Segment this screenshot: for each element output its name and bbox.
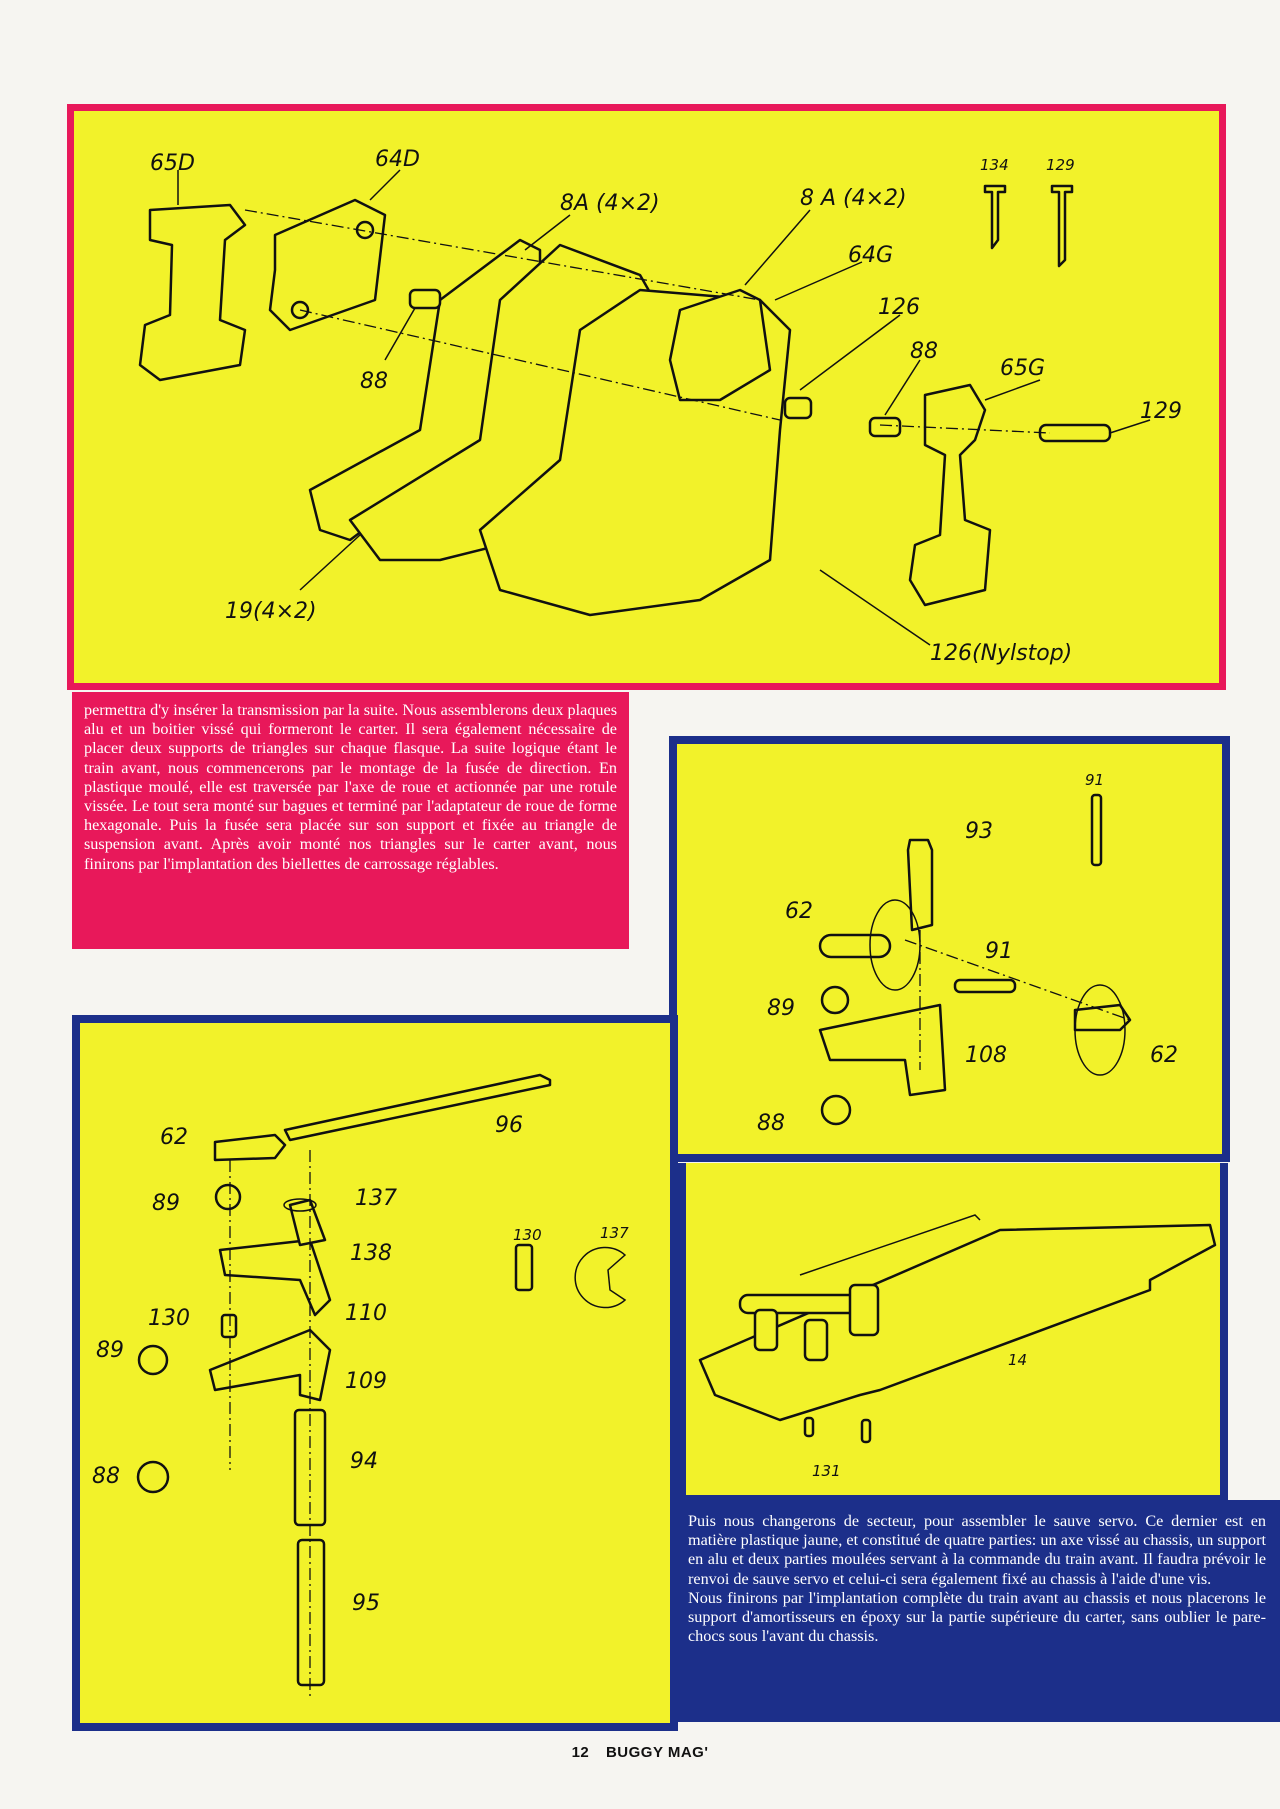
part-label: 64D <box>375 147 420 172</box>
article-paragraph: Nous finirons par l'implantation complèt… <box>688 1588 1266 1646</box>
part-label: 62 <box>1150 1043 1178 1068</box>
magazine-name: BUGGY MAG' <box>605 1744 709 1761</box>
part-label: 137 <box>355 1186 397 1211</box>
page-number: 12 <box>571 1744 590 1761</box>
part-label: 96 <box>495 1113 523 1138</box>
part-label: 137 <box>600 1224 629 1242</box>
part-label: 130 <box>148 1306 190 1331</box>
part-label: 130 <box>513 1226 542 1244</box>
part-label: 65G <box>1000 356 1045 381</box>
part-label: 94 <box>350 1449 378 1474</box>
servo-saver-diagram-panel <box>72 1015 678 1731</box>
article-paragraph: Puis nous changerons de secteur, pour as… <box>688 1512 1266 1588</box>
part-label: 126(Nylstop) <box>930 641 1072 666</box>
part-label: 62 <box>785 899 813 924</box>
part-label: 19(4×2) <box>225 599 317 624</box>
part-label: 64G <box>848 243 893 268</box>
right-lower-labels: 14 131 <box>812 1351 1027 1480</box>
part-label: 91 <box>985 939 1013 964</box>
right-lower-parts <box>698 1214 1217 1444</box>
part-label: 62 <box>160 1125 188 1150</box>
top-diagram-parts <box>138 184 1112 617</box>
part-label: 89 <box>96 1338 124 1363</box>
part-label: 134 <box>980 156 1009 174</box>
right-upper-labels: 91 93 62 91 89 108 62 88 <box>757 771 1178 1136</box>
part-label: 131 <box>812 1462 841 1480</box>
part-label: 108 <box>965 1043 1007 1068</box>
part-label: 14 <box>1008 1351 1027 1369</box>
part-label: 109 <box>345 1369 387 1394</box>
part-label: 88 <box>360 369 388 394</box>
part-label: 89 <box>767 996 795 1021</box>
part-label: 88 <box>910 339 938 364</box>
part-label: 110 <box>345 1301 387 1326</box>
article-text-blue: Puis nous changerons de secteur, pour as… <box>672 1500 1280 1722</box>
page-footer: 12 BUGGY MAG' <box>0 1744 1280 1761</box>
part-label: 89 <box>152 1191 180 1216</box>
steering-knuckle-diagram-panel <box>669 736 1230 1162</box>
part-label: 88 <box>757 1111 785 1136</box>
part-label: 91 <box>1085 771 1104 789</box>
article-paragraph: permettra d'y insérer la transmission pa… <box>84 701 617 873</box>
part-label: 8 A (4×2) <box>800 186 907 211</box>
left-lower-labels: 62 96 89 137 138 130 137 110 130 89 109 … <box>92 1113 629 1616</box>
left-lower-parts <box>136 1073 627 1700</box>
part-label: 95 <box>352 1591 380 1616</box>
part-label: 93 <box>965 819 993 844</box>
part-label: 129 <box>1140 399 1182 424</box>
part-label: 8A (4×2) <box>560 191 660 216</box>
article-text-pink: permettra d'y insérer la transmission pa… <box>72 692 629 949</box>
part-label: 138 <box>350 1241 392 1266</box>
right-upper-parts <box>818 793 1132 1126</box>
part-label: 88 <box>92 1464 120 1489</box>
part-label: 126 <box>878 295 920 320</box>
part-label: 65D <box>150 151 195 176</box>
part-label: 129 <box>1046 156 1075 174</box>
top-diagram-labels: 65D 64D 8A (4×2) 8 A (4×2) 134 129 64G 1… <box>150 147 1182 666</box>
top-diagram-leaders <box>177 169 1151 646</box>
